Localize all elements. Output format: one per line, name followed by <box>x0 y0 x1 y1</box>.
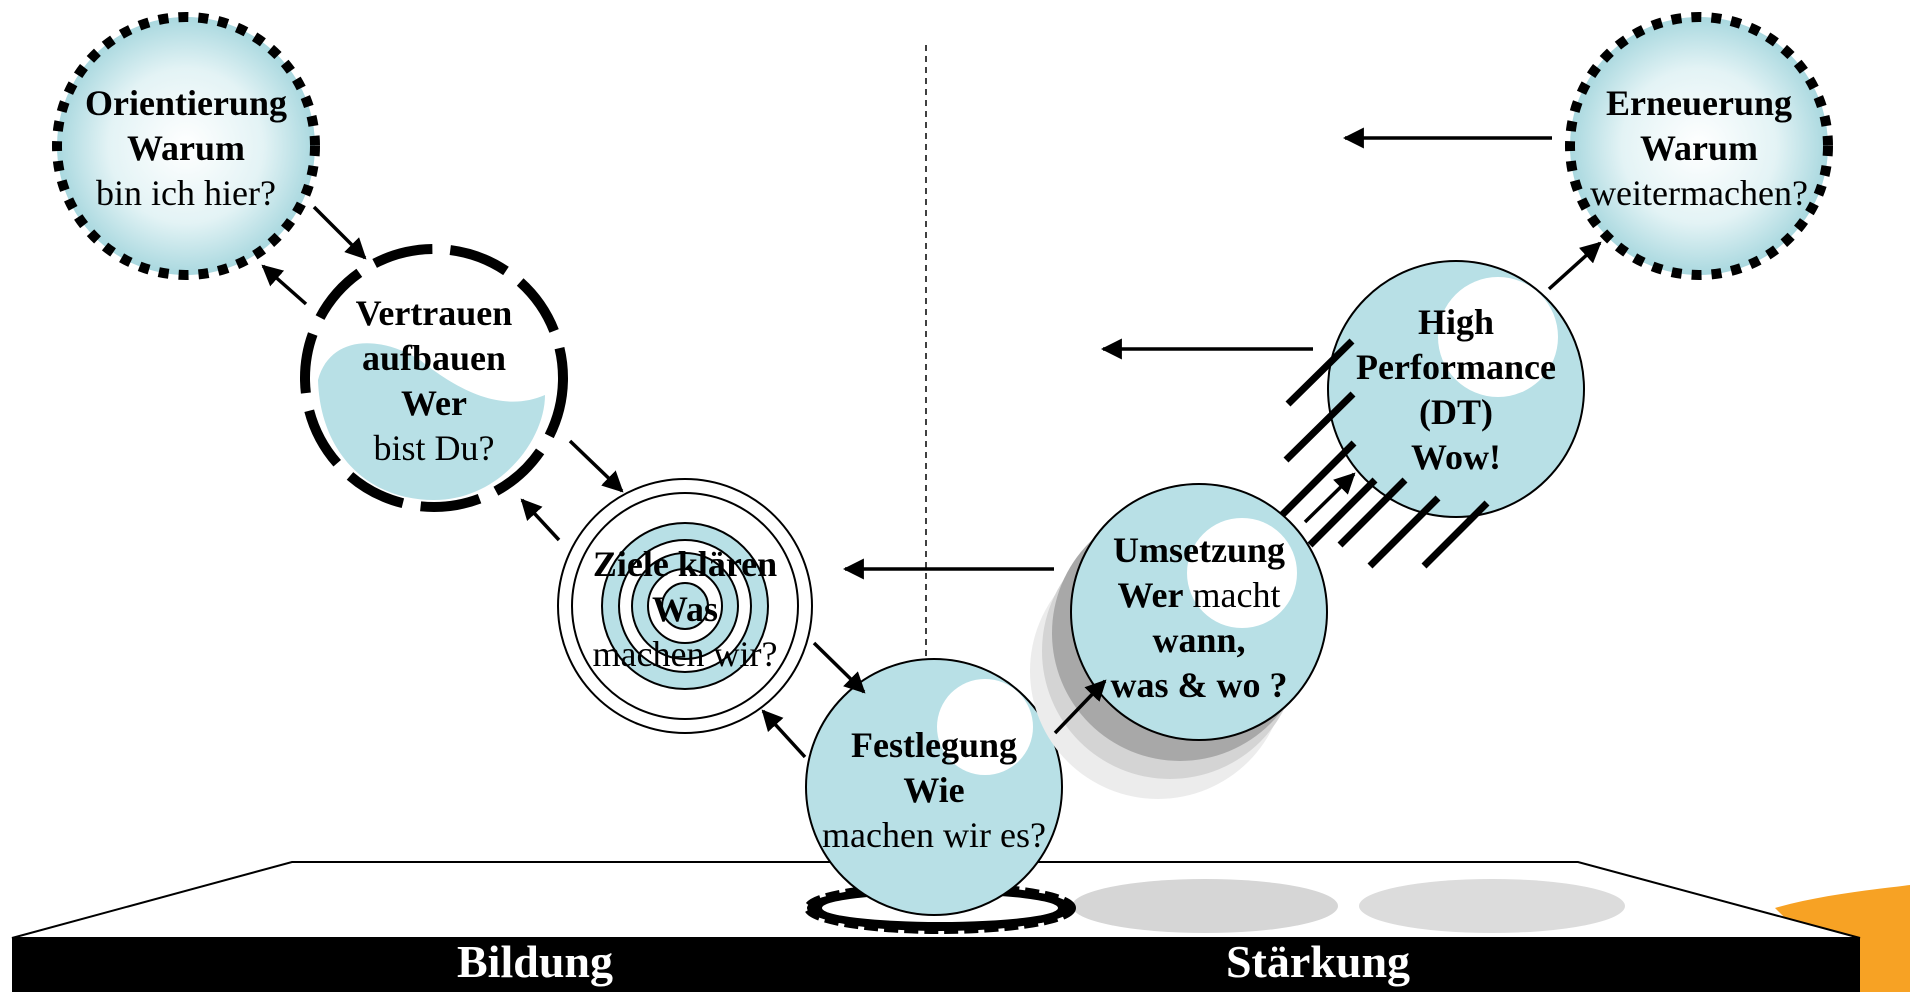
high-line-4: Wow! <box>1411 437 1501 477</box>
orientierung-circle <box>52 12 320 280</box>
festlegung-ball <box>805 658 1063 916</box>
platform-bar <box>12 938 1860 992</box>
speed-lines <box>1279 338 1490 569</box>
high-line-1: High <box>1417 302 1495 342</box>
high-line-2: Performance <box>1356 347 1556 387</box>
orientierung-text: bin ich hier? <box>96 173 276 213</box>
vertrauen-circle <box>300 244 568 512</box>
festlegung-label: Festlegung Wie machen wir es? <box>794 723 1074 858</box>
orientierung-label: Orientierung Warum bin ich hier? <box>56 81 316 216</box>
high-performance-label: High Performance (DT) Wow! <box>1326 300 1586 480</box>
high-line-3: (DT) <box>1419 392 1493 432</box>
festlegung-question: Wie <box>903 770 965 810</box>
vertrauen-title-2: aufbauen <box>361 338 507 378</box>
high-performance-ball <box>1327 260 1585 518</box>
orientierung-question: Warum <box>126 128 245 168</box>
ziele-question: Was <box>651 589 719 629</box>
umsetzung-line-4: was & wo ? <box>1110 665 1288 705</box>
festlegung-title: Festlegung <box>851 725 1017 765</box>
ziele-title: Ziele klären <box>592 544 778 584</box>
umsetzung-who-line: Wer macht <box>1079 573 1319 618</box>
shadow-2 <box>1359 879 1625 933</box>
umsetzung-line-3: wann, <box>1152 620 1246 660</box>
vertrauen-question: Wer <box>401 383 467 423</box>
shadow-1 <box>1072 879 1338 933</box>
vertrauen-text: bist Du? <box>373 428 495 468</box>
base-label-staerkung: Stärkung <box>1225 936 1411 987</box>
erneuerung-title: Erneuerung <box>1605 83 1792 123</box>
erneuerung-text: weitermachen? <box>1590 173 1808 213</box>
vertrauen-title-1: Vertrauen <box>355 293 513 333</box>
orientierung-title: Orientierung <box>85 83 287 123</box>
vertrauen-label: Vertrauen aufbauen Wer bist Du? <box>314 291 554 471</box>
umsetzung-who-rest: macht <box>1183 575 1281 615</box>
erneuerung-label: Erneuerung Warum weitermachen? <box>1569 81 1829 216</box>
base-label-bildung: Bildung <box>457 936 613 987</box>
erneuerung-circle <box>1565 12 1833 280</box>
ziele-target <box>557 478 813 734</box>
umsetzung-title: Umsetzung <box>1113 530 1285 570</box>
ziele-text: machen wir? <box>592 634 778 674</box>
umsetzung-label: Umsetzung Wer macht wann, was & wo ? <box>1079 528 1319 708</box>
umsetzung-ball <box>1030 483 1328 799</box>
arrows <box>261 127 1602 759</box>
festlegung-text: machen wir es? <box>822 815 1046 855</box>
umsetzung-who: Wer <box>1117 575 1184 615</box>
ziele-label: Ziele klären Was machen wir? <box>565 542 805 677</box>
erneuerung-question: Warum <box>1639 128 1758 168</box>
